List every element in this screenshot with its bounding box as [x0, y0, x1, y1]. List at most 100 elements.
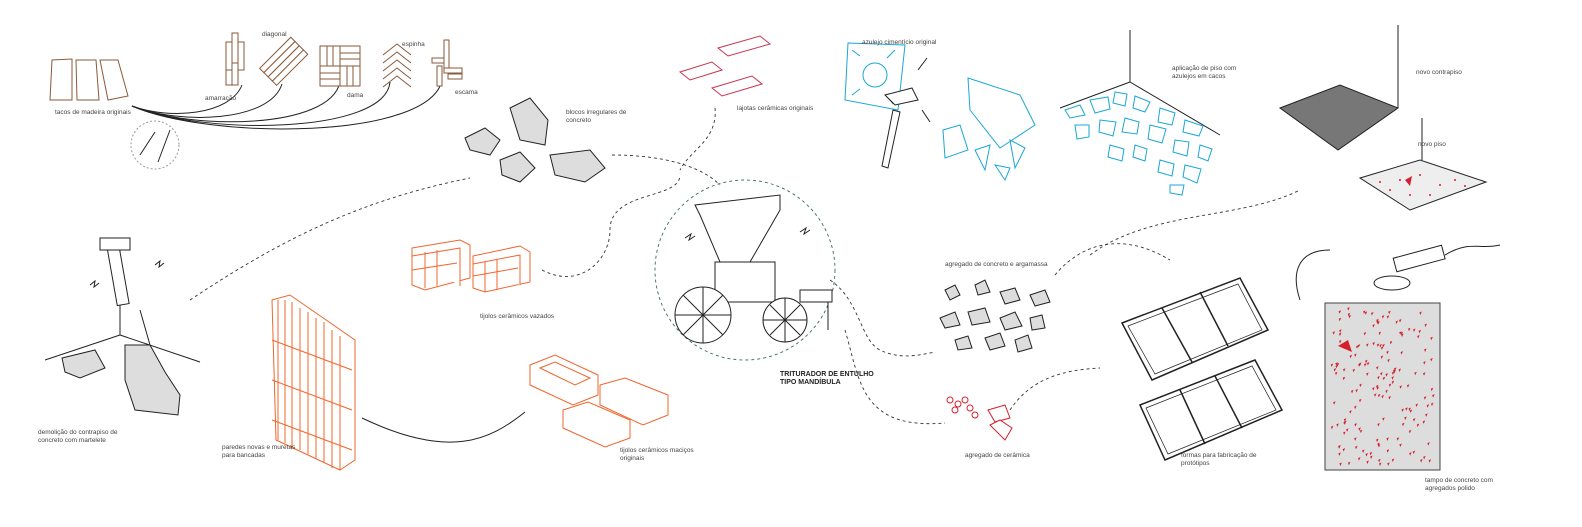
red-speck	[1330, 363, 1334, 367]
red-speck	[1378, 331, 1382, 336]
red-speck	[1400, 351, 1404, 355]
red-speck	[1374, 393, 1377, 397]
red-speck	[1349, 354, 1353, 359]
red-speck	[1347, 461, 1351, 466]
prototype-molds-illustration	[1120, 277, 1284, 461]
red-speck	[1366, 361, 1370, 366]
red-speck	[1415, 403, 1419, 407]
red-speck	[1418, 329, 1422, 334]
red-speck	[1424, 348, 1427, 353]
arrow-ceramic-to-forms	[1009, 367, 1101, 411]
new-floor-illustration	[1358, 118, 1488, 211]
red-speck	[1378, 458, 1381, 463]
label-formas-1: formas para fabricação de	[1181, 452, 1257, 459]
red-speck	[1358, 427, 1361, 431]
red-speck	[1376, 366, 1379, 370]
red-speck	[1354, 405, 1357, 410]
red-speck	[1416, 423, 1420, 428]
red-speck	[1380, 372, 1383, 376]
red-speck	[1379, 462, 1382, 467]
red-speck	[1377, 375, 1380, 380]
red-speck	[1343, 431, 1346, 436]
red-speck	[1333, 368, 1337, 372]
red-speck	[1376, 318, 1379, 323]
pattern-escama-icon	[431, 39, 463, 87]
red-speck	[1409, 409, 1413, 413]
red-speck	[1394, 367, 1397, 371]
red-speck	[1377, 442, 1380, 447]
red-speck	[1352, 368, 1356, 373]
red-speck	[1372, 387, 1375, 391]
label-espinha: espinha	[402, 41, 425, 48]
red-speck	[1391, 458, 1395, 462]
red-speck	[1338, 452, 1341, 456]
red-speck	[1412, 450, 1416, 455]
demolition-illustration	[44, 237, 201, 416]
pattern-espinha-icon	[382, 43, 412, 88]
red-speck	[1432, 394, 1435, 398]
red-speck	[1363, 332, 1367, 336]
red-speck	[1398, 368, 1401, 372]
red-speck	[1423, 455, 1426, 460]
brick-wall-illustration	[271, 294, 356, 471]
red-speck	[1399, 385, 1403, 389]
red-speck	[1386, 350, 1389, 355]
label-triturador-1: TRITURADOR DE ENTULHO	[780, 371, 874, 378]
red-speck	[1391, 371, 1395, 375]
red-speck	[1346, 428, 1349, 432]
red-speck	[1382, 376, 1386, 381]
red-speck	[1428, 459, 1432, 463]
red-speck	[1370, 312, 1374, 316]
red-speck	[1336, 423, 1339, 427]
shard-floor-illustration	[1059, 30, 1221, 196]
red-speck	[1387, 462, 1390, 466]
red-speck	[1380, 346, 1384, 350]
red-speck	[1343, 368, 1346, 372]
red-speck	[1332, 331, 1336, 335]
red-speck	[1376, 438, 1379, 443]
label-blocos-2: concreto	[566, 117, 591, 124]
red-speck	[1370, 455, 1373, 460]
red-speck	[1399, 331, 1402, 335]
arrow-crusher-to-concrete-aggregate	[829, 279, 936, 357]
red-speck	[1391, 376, 1395, 380]
red-speck	[1359, 398, 1362, 403]
red-speck	[1386, 315, 1390, 319]
red-speck	[1409, 452, 1412, 456]
red-speck	[1430, 402, 1434, 407]
label-dama: dama	[347, 92, 364, 99]
red-speck	[1335, 364, 1338, 369]
red-speck	[1330, 425, 1334, 430]
red-speck	[1359, 429, 1363, 434]
red-speck	[1420, 459, 1423, 463]
red-speck	[1424, 323, 1428, 327]
ceramic-tiles-illustration	[678, 35, 772, 97]
red-speck	[1338, 332, 1342, 337]
red-speck	[1376, 384, 1379, 389]
label-triturador-2: TIPO MANDÍBULA	[780, 377, 841, 386]
red-speck	[1377, 393, 1381, 398]
red-speck	[1400, 331, 1404, 336]
red-speck	[1344, 420, 1347, 425]
red-speck	[1423, 396, 1427, 400]
arrow-tiles-to-crusher	[679, 107, 716, 171]
red-speck	[1356, 345, 1359, 349]
red-speck	[1382, 343, 1385, 348]
red-speck	[1354, 437, 1357, 441]
angle-grinder-icon	[1295, 244, 1501, 301]
red-speck	[1338, 445, 1341, 449]
red-speck	[1342, 376, 1346, 381]
red-speck	[1401, 408, 1404, 413]
red-speck	[1395, 320, 1399, 325]
red-speck	[1408, 407, 1411, 412]
red-speck	[1347, 312, 1351, 317]
red-speck	[1389, 340, 1393, 345]
red-speck	[1423, 372, 1426, 376]
concrete-aggregate-illustration	[939, 279, 1051, 353]
red-speck	[1354, 353, 1357, 357]
red-speck	[1366, 372, 1369, 376]
red-speck	[1430, 358, 1433, 362]
label-agregado-concreto: agregado de concreto e argamassa	[945, 261, 1048, 268]
red-speck	[1425, 413, 1428, 417]
